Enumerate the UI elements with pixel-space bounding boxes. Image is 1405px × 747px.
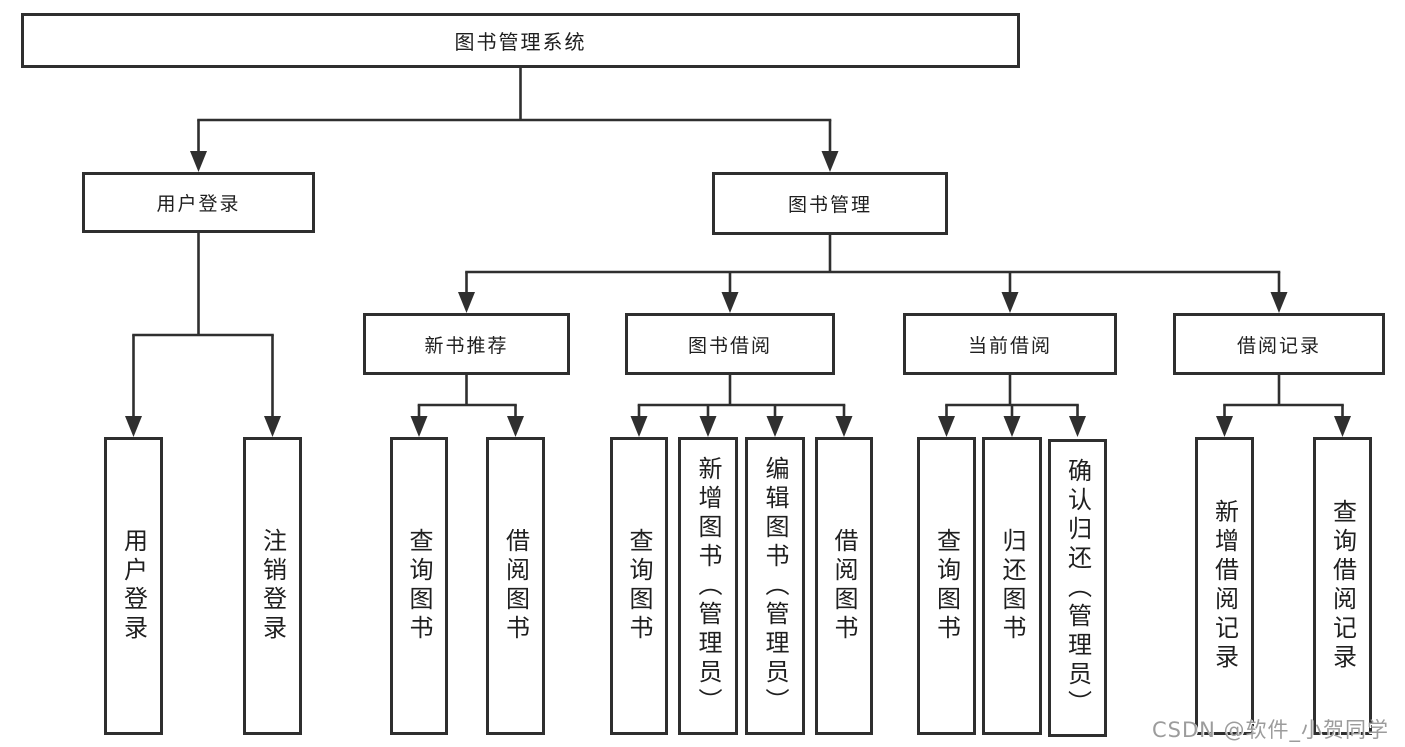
leaf-borrowing-query-book-label: 查询图书 — [625, 528, 653, 644]
node-borrow-records: 借阅记录 — [1173, 313, 1385, 375]
node-user-login: 用户登录 — [82, 172, 315, 233]
leaf-borrowing-borrow-book: 借阅图书 — [815, 437, 873, 735]
leaf-edit-book-admin-label: 编辑图书（管理员） — [761, 455, 789, 717]
node-current-borrowing: 当前借阅 — [903, 313, 1117, 375]
node-book-borrowing: 图书借阅 — [625, 313, 835, 375]
leaf-add-borrow-record-label: 新增借阅记录 — [1210, 499, 1239, 673]
leaf-user-login-label: 用户登录 — [119, 528, 148, 644]
leaf-current-query-book-label: 查询图书 — [932, 528, 961, 644]
leaf-logout: 注销登录 — [243, 437, 302, 735]
leaf-borrowing-query-book: 查询图书 — [610, 437, 668, 735]
leaf-return-book-label: 归还图书 — [998, 528, 1026, 644]
leaf-add-book-admin: 新增图书（管理员） — [678, 437, 738, 735]
node-new-book-recommend: 新书推荐 — [363, 313, 570, 375]
leaf-borrowing-borrow-book-label: 借阅图书 — [830, 528, 858, 644]
leaf-query-borrow-record: 查询借阅记录 — [1313, 437, 1372, 735]
node-root: 图书管理系统 — [21, 13, 1020, 68]
node-new-book-recommend-label: 新书推荐 — [424, 334, 509, 357]
leaf-edit-book-admin: 编辑图书（管理员） — [745, 437, 805, 735]
node-user-login-label: 用户登录 — [156, 193, 241, 215]
leaf-recommend-query-book-label: 查询图书 — [405, 528, 433, 644]
leaf-add-book-admin-label: 新增图书（管理员） — [694, 455, 722, 717]
leaf-current-query-book: 查询图书 — [917, 437, 976, 735]
leaf-recommend-borrow-book: 借阅图书 — [486, 437, 545, 735]
node-borrow-records-label: 借阅记录 — [1236, 334, 1321, 357]
leaf-recommend-query-book: 查询图书 — [390, 437, 448, 735]
node-book-borrowing-label: 图书借阅 — [687, 334, 772, 357]
node-root-label: 图书管理系统 — [454, 30, 587, 54]
node-book-management: 图书管理 — [712, 172, 948, 235]
leaf-query-borrow-record-label: 查询借阅记录 — [1328, 499, 1357, 673]
node-book-management-label: 图书管理 — [787, 194, 872, 216]
leaf-confirm-return-admin: 确认归还（管理员） — [1048, 439, 1107, 737]
watermark: CSDN @软件_小贺同学 — [1152, 718, 1390, 742]
leaf-confirm-return-admin-label: 确认归还（管理员） — [1063, 457, 1092, 719]
leaf-logout-label: 注销登录 — [258, 528, 287, 644]
leaf-return-book: 归还图书 — [982, 437, 1042, 735]
node-current-borrowing-label: 当前借阅 — [967, 334, 1052, 357]
leaf-user-login: 用户登录 — [104, 437, 163, 735]
leaf-recommend-borrow-book-label: 借阅图书 — [501, 528, 530, 644]
leaf-add-borrow-record: 新增借阅记录 — [1195, 437, 1254, 735]
